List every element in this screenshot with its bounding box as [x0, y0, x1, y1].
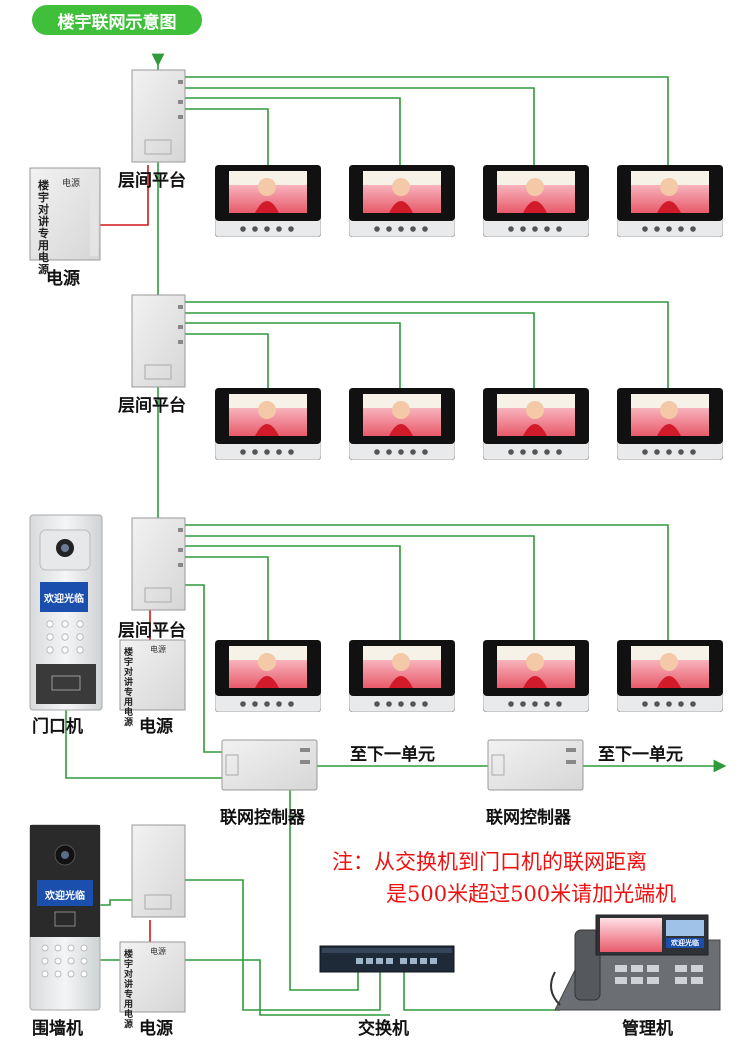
- power-box-label: 楼宇对讲专用电源: [124, 950, 134, 1030]
- management-label: 管理机: [622, 1019, 673, 1039]
- network-switch: [319, 945, 455, 973]
- indoor-monitor: [215, 640, 321, 712]
- indoor-monitor: [617, 388, 723, 460]
- power-supply-1: [29, 167, 101, 261]
- note-line-1: 注：从交换机到门口机的联网距离: [332, 850, 647, 874]
- door-screen-text: 欢迎光临: [44, 594, 84, 605]
- network-controller-label: 联网控制器: [486, 808, 571, 828]
- indoor-monitor: [215, 165, 321, 237]
- wall-station: [29, 824, 101, 1011]
- power-box-top-label: 电源: [62, 179, 81, 189]
- floor-platform-label: 层间平台: [118, 621, 186, 641]
- floor-platform-box-2: [131, 294, 186, 388]
- door-station: [29, 514, 103, 711]
- door-unit-label: 门口机: [32, 717, 83, 737]
- wall-screen-text: 欢迎光临: [45, 891, 85, 902]
- note-line-2: 是500米超过500米请加光端机: [386, 882, 677, 906]
- switch-label: 交换机: [358, 1019, 409, 1039]
- indoor-monitor: [483, 640, 589, 712]
- power-label: 电源: [139, 1019, 173, 1039]
- floor-platform-label: 层间平台: [118, 171, 186, 191]
- indoor-monitor: [617, 640, 723, 712]
- power-box-top-label: 电源: [150, 645, 166, 654]
- floor-platform-box-3: [131, 517, 186, 611]
- power-label: 电源: [46, 269, 80, 289]
- indoor-monitor: [215, 388, 321, 460]
- floor-platform-box-1: [131, 69, 186, 163]
- power-supply-2: [119, 639, 186, 711]
- power-label: 电源: [139, 717, 173, 737]
- indoor-monitor: [617, 165, 723, 237]
- power-box-label: 楼宇对讲专用电源: [38, 179, 49, 276]
- indoor-monitor: [349, 640, 455, 712]
- management-console: [550, 914, 721, 1011]
- wall-unit-label: 围墙机: [32, 1019, 83, 1039]
- green-wiring: [65, 53, 727, 1016]
- network-controller-2: [487, 739, 584, 791]
- next-unit-label: 至下一单元: [598, 745, 683, 765]
- indoor-monitor: [483, 165, 589, 237]
- floor-platform-label: 层间平台: [118, 396, 186, 416]
- wall-platform-box: [131, 824, 186, 918]
- page-title: 楼宇联网示意图: [32, 5, 202, 35]
- next-unit-label: 至下一单元: [350, 745, 435, 765]
- indoor-monitor: [349, 165, 455, 237]
- network-controller-label: 联网控制器: [220, 808, 305, 828]
- power-supply-3: [119, 941, 186, 1013]
- indoor-monitor: [349, 388, 455, 460]
- indoor-monitor: [483, 388, 589, 460]
- power-box-top-label: 电源: [150, 947, 166, 956]
- network-controller-1: [221, 739, 318, 791]
- power-box-label: 楼宇对讲专用电源: [124, 648, 134, 728]
- mgmt-screen-text: 欢迎光临: [666, 938, 704, 948]
